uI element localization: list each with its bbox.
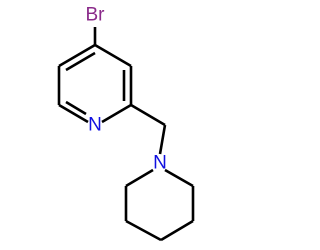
bond-c2-n1: [101, 103, 132, 124]
substituent-bonds: [93, 27, 167, 155]
pyridine-nitrogen-label: N: [88, 115, 102, 136]
atom-labels: Br N N: [86, 5, 167, 174]
bond-cbottom-cleft2: [125, 219, 162, 242]
bond-cleft-n: [125, 168, 154, 188]
bond-n1-c6: [58, 103, 89, 124]
bond-ch2-n: [158, 124, 167, 155]
bond-n-cright: [164, 168, 194, 188]
piperidine-nitrogen-label: N: [153, 153, 167, 174]
bond-cright2-cbottom: [160, 219, 194, 242]
bromine-label: Br: [86, 5, 106, 26]
bond-c5-c4-double: [65, 51, 96, 72]
piperidine-ring: [124, 168, 195, 242]
pyridine-ring: [57, 43, 133, 124]
bond-c2-ch2: [130, 103, 166, 127]
bond-c4-c3: [94, 43, 132, 68]
bond-c5-c4: [58, 43, 96, 68]
molecule-structure: Br N N: [57, 4, 195, 242]
bond-n1-c6-double: [65, 100, 87, 116]
